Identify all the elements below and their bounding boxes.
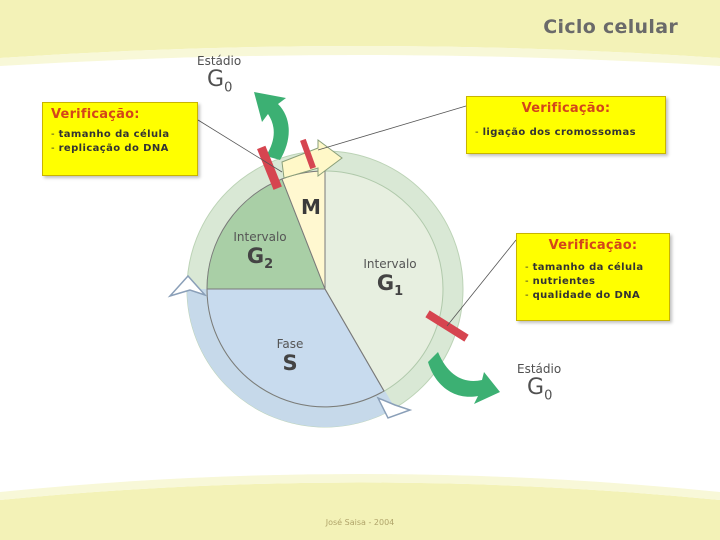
checkpoint-top-right-list: ligação dos cromossomas [475,126,657,140]
checkpoint-top-right-item: ligação dos cromossomas [475,126,657,140]
stage-g0-bottom-sub: 0 [544,388,553,404]
top-banner-stripe [0,46,720,66]
checkpoint-left-list: tamanho da célula replicação do DNA [51,128,189,156]
phase-g1-s-divider [324,288,385,392]
bottom-banner [0,482,720,540]
phase-s-label: Fase S [255,337,325,375]
checkpoint-right-item: nutrientes [525,275,661,289]
phase-s-name: S [282,351,298,375]
cycle-arrow-right [376,396,413,419]
checkpoint-top-right-title: Verificação: [521,101,611,116]
checkpoint-bar-m [300,138,316,170]
checkpoint-box-left: Verificação: tamanho da célula replicaçã… [42,102,198,176]
stage-g0-top-sub: 0 [224,80,233,96]
phase-s-caption: Fase [276,337,304,351]
stage-g0-top-name: G0 [207,68,241,100]
checkpoint-right-item: qualidade do DNA [525,289,661,303]
footer-credit: José Saisa - 2004 [325,518,395,527]
connector-top-right [317,105,467,151]
checkpoint-right-list: tamanho da célula nutrientes qualidade d… [525,261,661,303]
stage-g0-bottom-name: G0 [527,376,561,408]
phase-g2-name: G2 [220,244,300,272]
stage-g0-bottom-letter: G [527,375,545,400]
checkpoint-right-title: Verificação: [548,238,638,253]
phase-g2-label: Intervalo G2 [220,230,300,272]
phase-g2-sub: 2 [264,257,274,273]
cycle-arrow-left [167,274,208,298]
checkpoint-right-item: tamanho da célula [525,261,661,275]
phase-s-wedge [206,288,385,408]
stage-g0-bottom-caption: Estádio [517,362,562,376]
stage-g0-top: Estádio G0 [197,54,241,100]
checkpoint-box-top-right: Verificação: ligação dos cromossomas [466,96,666,154]
checkpoint-left-item: replicação do DNA [51,142,189,156]
phase-m-label: M [301,195,321,219]
checkpoint-box-right: Verificação: tamanho da célula nutriente… [516,233,670,321]
connector-left [197,119,283,173]
checkpoint-left-item: tamanho da célula [51,128,189,142]
phase-g1-name: G1 [350,271,430,299]
stage-g0-top-letter: G [207,67,225,92]
g0-exit-arrow-bottom [428,352,500,404]
phase-g1-sub: 1 [394,284,404,300]
g0-exit-arrow-top [254,92,289,160]
stage-g0-bottom: Estádio G0 [517,362,561,408]
bottom-banner-stripe [0,474,720,500]
phase-g2-caption: Intervalo [233,230,287,244]
phase-g1-letter: G [376,271,395,295]
checkpoint-bar-g2 [257,145,282,190]
phase-g1-caption: Intervalo [363,257,417,271]
checkpoint-left-title: Verificação: [51,107,140,122]
connector-right [446,239,517,327]
phase-g1-label: Intervalo G1 [350,257,430,299]
phase-g2-letter: G [246,244,265,268]
stage-g0-top-caption: Estádio [197,54,242,68]
page-title: Ciclo celular [543,16,678,38]
top-banner [0,0,720,58]
